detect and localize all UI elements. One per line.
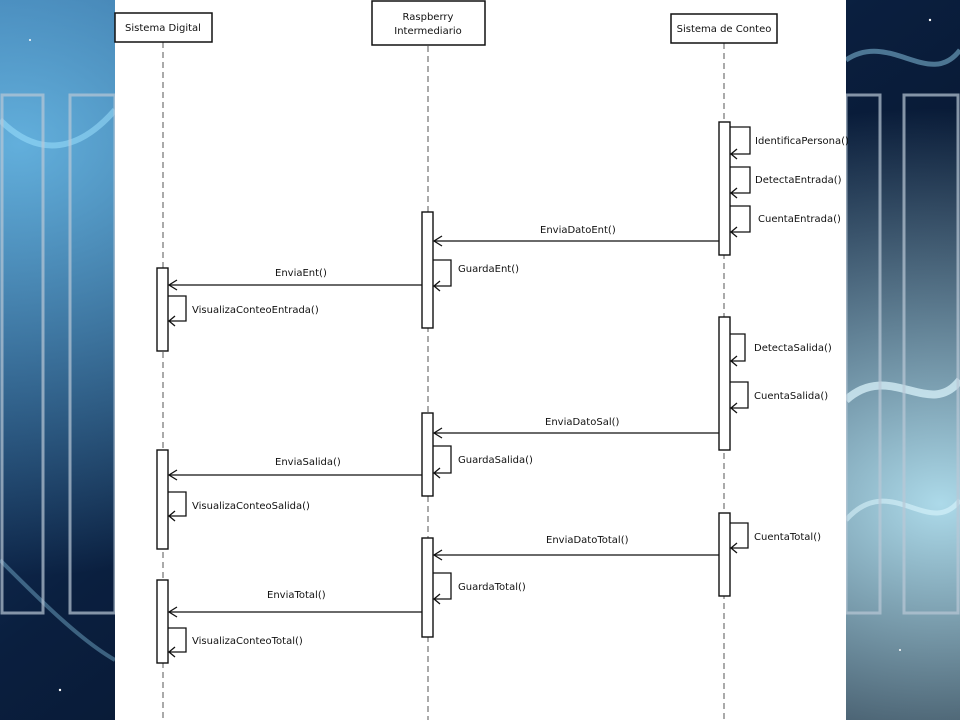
message-label: GuardaEnt()	[458, 264, 519, 275]
message-label: GuardaTotal()	[458, 582, 526, 593]
message-envia-salida: EnviaSalida()	[167, 457, 422, 481]
message-envia-dato-total: EnviaDatoTotal()	[432, 535, 719, 561]
activation-bar	[156, 267, 169, 352]
message-envia-dato-sal: EnviaDatoSal()	[432, 417, 719, 439]
activation-bar	[718, 316, 731, 451]
message-visualiza-conteo-salida: VisualizaConteoSalida()	[167, 491, 310, 522]
message-label: IdentificaPersona()	[755, 136, 849, 147]
message-label: EnviaTotal()	[267, 590, 326, 601]
message-label: CuentaTotal()	[754, 532, 821, 543]
participant-label: Sistema de Conteo	[677, 24, 772, 35]
message-label: GuardaSalida()	[458, 455, 533, 466]
message-envia-ent: EnviaEnt()	[167, 268, 422, 291]
message-guarda-total: GuardaTotal()	[432, 572, 526, 605]
participant-label-line2: Intermediario	[394, 26, 461, 37]
activation-bar	[718, 512, 731, 597]
message-label: DetectaSalida()	[754, 343, 832, 354]
message-cuenta-entrada: CuentaEntrada()	[729, 205, 841, 238]
message-label: EnviaSalida()	[275, 457, 341, 468]
message-label: EnviaDatoTotal()	[546, 535, 629, 546]
participant-raspberry-intermediario: Raspberry Intermediario	[371, 0, 486, 46]
message-label: VisualizaConteoEntrada()	[192, 305, 319, 316]
activation-bar	[421, 211, 434, 329]
message-label: DetectaEntrada()	[755, 175, 842, 186]
participant-sistema-conteo: Sistema de Conteo	[670, 13, 778, 44]
participant-sistema-digital: Sistema Digital	[114, 12, 213, 43]
message-cuenta-total: CuentaTotal()	[729, 522, 821, 554]
activation-bar	[718, 121, 731, 256]
message-label: VisualizaConteoTotal()	[192, 636, 303, 647]
message-label: CuentaSalida()	[754, 391, 828, 402]
activation-bar	[421, 537, 434, 638]
message-label: EnviaDatoSal()	[545, 417, 620, 428]
message-cuenta-salida: CuentaSalida()	[729, 381, 828, 414]
message-guarda-ent: GuardaEnt()	[432, 259, 519, 292]
message-label: CuentaEntrada()	[758, 214, 841, 225]
activation-bar	[156, 579, 169, 664]
message-label: EnviaDatoEnt()	[540, 225, 616, 236]
message-visualiza-conteo-total: VisualizaConteoTotal()	[167, 627, 303, 658]
participant-label: Sistema Digital	[125, 23, 201, 34]
message-detecta-salida: DetectaSalida()	[729, 333, 832, 367]
message-identifica-persona: IdentificaPersona()	[729, 126, 849, 160]
participant-label-line1: Raspberry	[403, 12, 454, 23]
activation-bar	[421, 412, 434, 497]
message-envia-total: EnviaTotal()	[167, 590, 422, 618]
message-guarda-salida: GuardaSalida()	[432, 445, 533, 479]
message-envia-dato-ent: EnviaDatoEnt()	[432, 225, 719, 247]
message-label: EnviaEnt()	[275, 268, 327, 279]
message-visualiza-conteo-entrada: VisualizaConteoEntrada()	[167, 295, 319, 327]
activation-bar	[156, 449, 169, 550]
message-label: VisualizaConteoSalida()	[192, 501, 310, 512]
message-detecta-entrada: DetectaEntrada()	[729, 166, 842, 199]
